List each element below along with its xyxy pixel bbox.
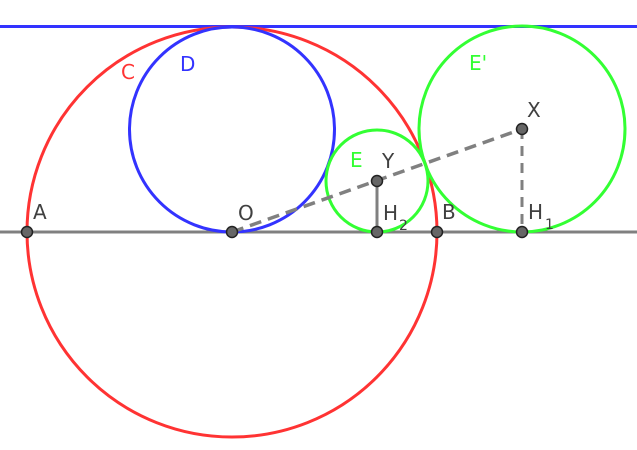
- point-h1: [515, 225, 529, 239]
- point-o: [225, 225, 239, 239]
- label-point-y: Y: [381, 149, 395, 173]
- label-circle-c: C: [121, 60, 135, 84]
- label-point-o: O: [238, 201, 254, 225]
- svg-text:1: 1: [545, 217, 554, 233]
- label-point-h1: H 1: [528, 200, 554, 233]
- label-point-b: B: [442, 200, 456, 224]
- point-x: [515, 122, 529, 136]
- label-point-a: A: [33, 200, 47, 224]
- label-point-x: X: [527, 98, 541, 122]
- point-h2: [370, 225, 384, 239]
- label-point-h2: H 2: [383, 201, 408, 234]
- circle-d: [128, 25, 336, 234]
- point-b: [430, 225, 444, 239]
- svg-text:2: 2: [399, 218, 408, 234]
- svg-text:H: H: [383, 201, 398, 225]
- point-y: [370, 174, 384, 188]
- label-circle-d: D: [180, 52, 195, 76]
- point-a: [20, 225, 34, 239]
- label-circle-e: E: [350, 148, 363, 172]
- svg-text:H: H: [528, 200, 543, 224]
- label-circle-e-prime: E': [469, 51, 487, 75]
